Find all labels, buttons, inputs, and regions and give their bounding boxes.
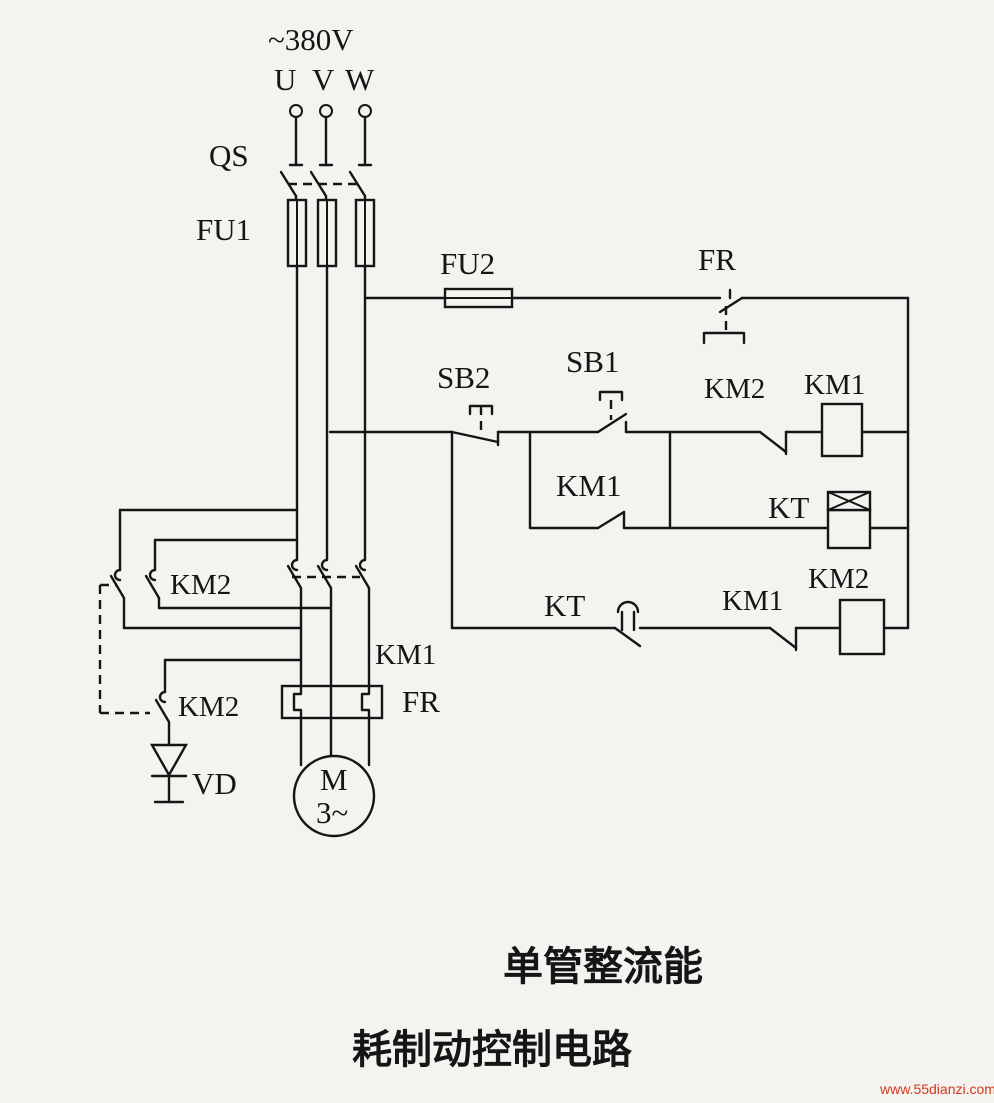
km2-brake-label: KM2 [178, 691, 239, 723]
km1-coil [820, 402, 864, 458]
sb1-pushbutton [596, 390, 628, 434]
fr-thermal-relay [280, 684, 384, 767]
phase-label-v: V [312, 62, 335, 97]
sb1-label: SB1 [566, 344, 619, 379]
phase-label-w: W [345, 62, 375, 97]
km1-coil-label: KM1 [804, 369, 865, 401]
km1-hold-label: KM1 [556, 468, 621, 503]
km1-main-contacts [286, 558, 371, 688]
kt-contact-label: KT [544, 588, 585, 623]
motor [292, 754, 376, 838]
kt-delay-contact [613, 600, 642, 648]
caption-line-2: 耗制动控制电路 [352, 1027, 633, 1073]
fu2-fuse [443, 287, 514, 309]
vd-label: VD [192, 766, 237, 801]
sb2-pushbutton [450, 404, 500, 447]
km2-nc-label: KM2 [704, 373, 765, 405]
km1-main-label: KM1 [375, 639, 436, 671]
kt-coil-label: KT [768, 490, 809, 525]
km2-coil-label: KM2 [808, 563, 869, 595]
supply-terminals [289, 104, 372, 167]
motor-m-label: M [320, 762, 348, 797]
kt-coil [826, 490, 872, 550]
km1-nc-label: KM1 [722, 585, 783, 617]
km1-nc-contact [768, 626, 798, 652]
fu1-fuses [286, 194, 376, 268]
control-circuit [328, 296, 910, 630]
phase-lines [295, 264, 367, 562]
km2-main-contacts [98, 508, 333, 715]
sb2-label: SB2 [437, 360, 490, 395]
vd-diode [149, 738, 189, 804]
km1-hold-contact [596, 510, 626, 530]
km2-main-label: KM2 [170, 569, 231, 601]
km2-brake-contact [154, 658, 303, 742]
fu1-label: FU1 [196, 212, 251, 247]
phase-label-u: U [274, 62, 296, 97]
motor-phase-label: 3~ [316, 795, 348, 830]
fr-nc-contact [702, 288, 746, 345]
km2-nc-contact [758, 430, 788, 456]
fu2-label: FU2 [440, 246, 495, 281]
fr-relay-label: FR [402, 684, 440, 719]
qs-switch [279, 163, 373, 198]
qs-label: QS [209, 138, 249, 173]
km2-coil [838, 598, 886, 656]
supply-voltage: ~380V [268, 22, 354, 57]
caption-line-1: 单管整流能 [503, 944, 703, 990]
watermark: www.55dianzi.com [879, 1081, 994, 1097]
fr-contact-label: FR [698, 242, 736, 277]
